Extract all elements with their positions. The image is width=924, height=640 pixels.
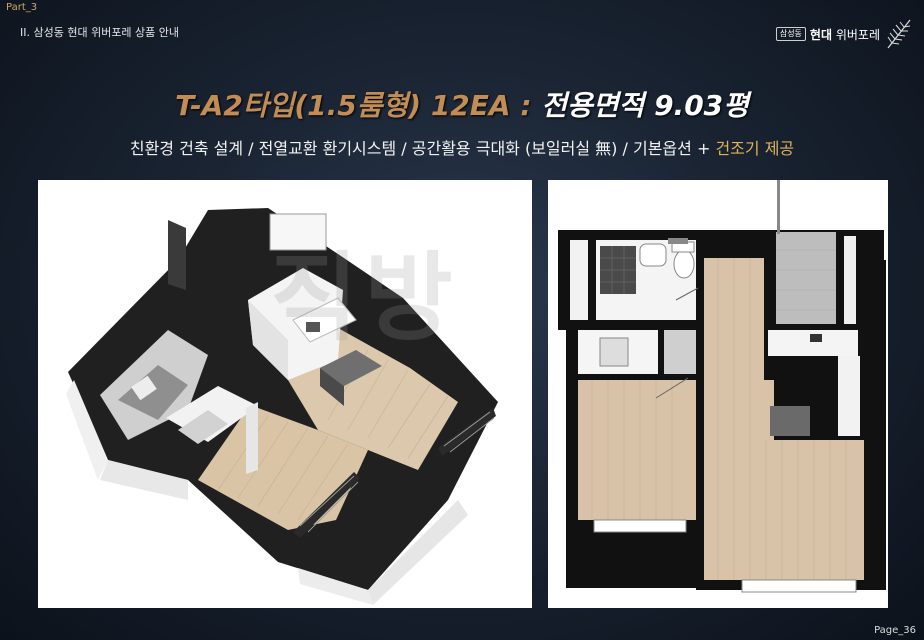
feature-text: 친환경 건축 설계 / 전열교환 환기시스템 / 공간활용 극대화 (보일러실 …	[129, 139, 716, 158]
section-title: II. 삼성동 현대 위버포레 상품 안내	[20, 26, 180, 39]
headline-type: T-A2타입(1.5룸형) 12EA :	[175, 89, 542, 122]
top-down-floor-plan-drawing	[558, 180, 886, 593]
leaf-icon	[887, 19, 911, 49]
part-label: Part_3	[6, 2, 38, 13]
brand-badge: 삼성동	[775, 27, 806, 41]
brand-name-rest: 위버포레	[832, 27, 880, 42]
isometric-floor-plan-drawing	[66, 208, 498, 605]
top-down-floor-plan	[548, 180, 888, 608]
headline: T-A2타입(1.5룸형) 12EA : 전용면적 9.03평	[0, 84, 924, 124]
isometric-floor-plan	[38, 180, 532, 608]
brand-name: 현대 위버포레	[810, 26, 880, 43]
feature-highlight: 건조기 제공	[715, 139, 795, 158]
page-number: Page_36	[874, 625, 916, 636]
brand-logo: 삼성동 현대 위버포레	[775, 18, 914, 50]
headline-area: 전용면적 9.03평	[541, 89, 749, 122]
feature-line: 친환경 건축 설계 / 전열교환 환기시스템 / 공간활용 극대화 (보일러실 …	[0, 135, 924, 159]
brand-name-bold: 현대	[809, 27, 833, 42]
